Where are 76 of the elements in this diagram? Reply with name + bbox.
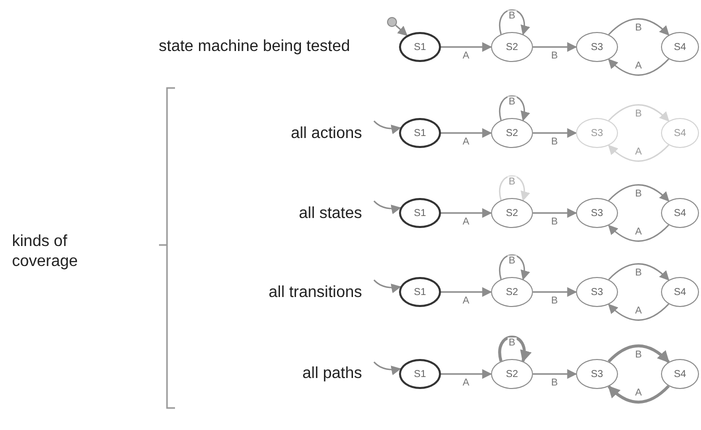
state-ellipse: S2 (491, 32, 533, 62)
state-ellipse: S3 (576, 118, 618, 148)
state-ellipse: S1 (399, 118, 441, 148)
transition-arrow (608, 144, 670, 162)
transition-arrow (608, 304, 670, 321)
state-ellipse: S4 (661, 32, 699, 62)
edge-label: B (634, 188, 643, 200)
state-ellipse: S2 (491, 118, 533, 148)
transition-arrow (441, 369, 492, 379)
edge-label: A (462, 136, 470, 148)
transition-arrow (608, 184, 670, 202)
state-ellipse: S1 (399, 198, 441, 228)
state-ellipse: S2 (491, 359, 533, 389)
edge-label: B (634, 349, 643, 360)
edge-label: B (508, 256, 516, 266)
edge-label: B (508, 96, 516, 108)
state-ellipse: S3 (576, 277, 618, 307)
transition-arrow (441, 128, 492, 138)
transition-arrow (499, 9, 530, 36)
transition-arrow (533, 128, 577, 138)
state-ellipse: S4 (661, 118, 699, 148)
transition-arrow (499, 95, 530, 122)
edge-label: B (508, 176, 516, 188)
transition-arrow (499, 175, 530, 202)
transition-arrow (608, 58, 670, 76)
row-label: state machine being tested (158, 37, 350, 57)
edge-label: B (550, 378, 559, 388)
state-ellipse: S4 (661, 277, 699, 307)
transition-arrow (533, 42, 577, 52)
edge-label: B (550, 136, 559, 148)
edge-label: B (550, 296, 559, 306)
state-ellipse: S3 (576, 359, 618, 389)
edge-label: B (508, 10, 516, 22)
row-label: all paths (301, 364, 362, 384)
transition-arrow (441, 208, 492, 218)
transition-arrow (608, 104, 670, 122)
state-ellipse: S3 (576, 32, 618, 62)
row-label: all transitions (268, 283, 362, 303)
state-ellipse: S1 (399, 277, 441, 307)
transition-arrow (441, 287, 492, 297)
row-label: all states (298, 204, 362, 224)
state-ellipse: S4 (661, 359, 699, 389)
edge-label: A (462, 296, 470, 306)
transition-arrow (499, 254, 530, 280)
edge-label: B (550, 216, 559, 228)
edge-label: B (634, 267, 643, 278)
transition-arrow (441, 42, 492, 52)
transition-arrow (608, 263, 670, 281)
transition-arrow (608, 384, 670, 404)
transition-arrow (374, 120, 402, 134)
transition-arrow (608, 344, 670, 364)
state-ellipse: S2 (491, 198, 533, 228)
state-ellipse: S2 (491, 277, 533, 307)
row-label: kinds of coverage (12, 232, 79, 272)
edge-label: A (462, 216, 470, 228)
transition-arrow (498, 336, 531, 362)
edge-label: B (634, 108, 643, 120)
transition-arrow (374, 280, 402, 294)
transition-arrow (608, 224, 670, 242)
transition-arrow (608, 18, 670, 36)
transition-arrow (533, 208, 577, 218)
state-ellipse: S1 (399, 359, 441, 389)
edge-label: B (550, 50, 559, 62)
state-ellipse: S1 (399, 32, 441, 62)
transition-arrow (374, 362, 402, 376)
edge-label: B (508, 338, 516, 348)
edge-label: B (634, 22, 643, 34)
state-ellipse: S4 (661, 198, 699, 228)
row-label: all actions (290, 124, 362, 144)
transition-arrow (533, 369, 577, 379)
edge-label: A (462, 50, 470, 62)
transition-arrow (395, 24, 408, 36)
transition-arrow (533, 287, 577, 297)
transition-arrow (374, 200, 402, 214)
edge-label: A (462, 378, 470, 388)
state-ellipse: S3 (576, 198, 618, 228)
